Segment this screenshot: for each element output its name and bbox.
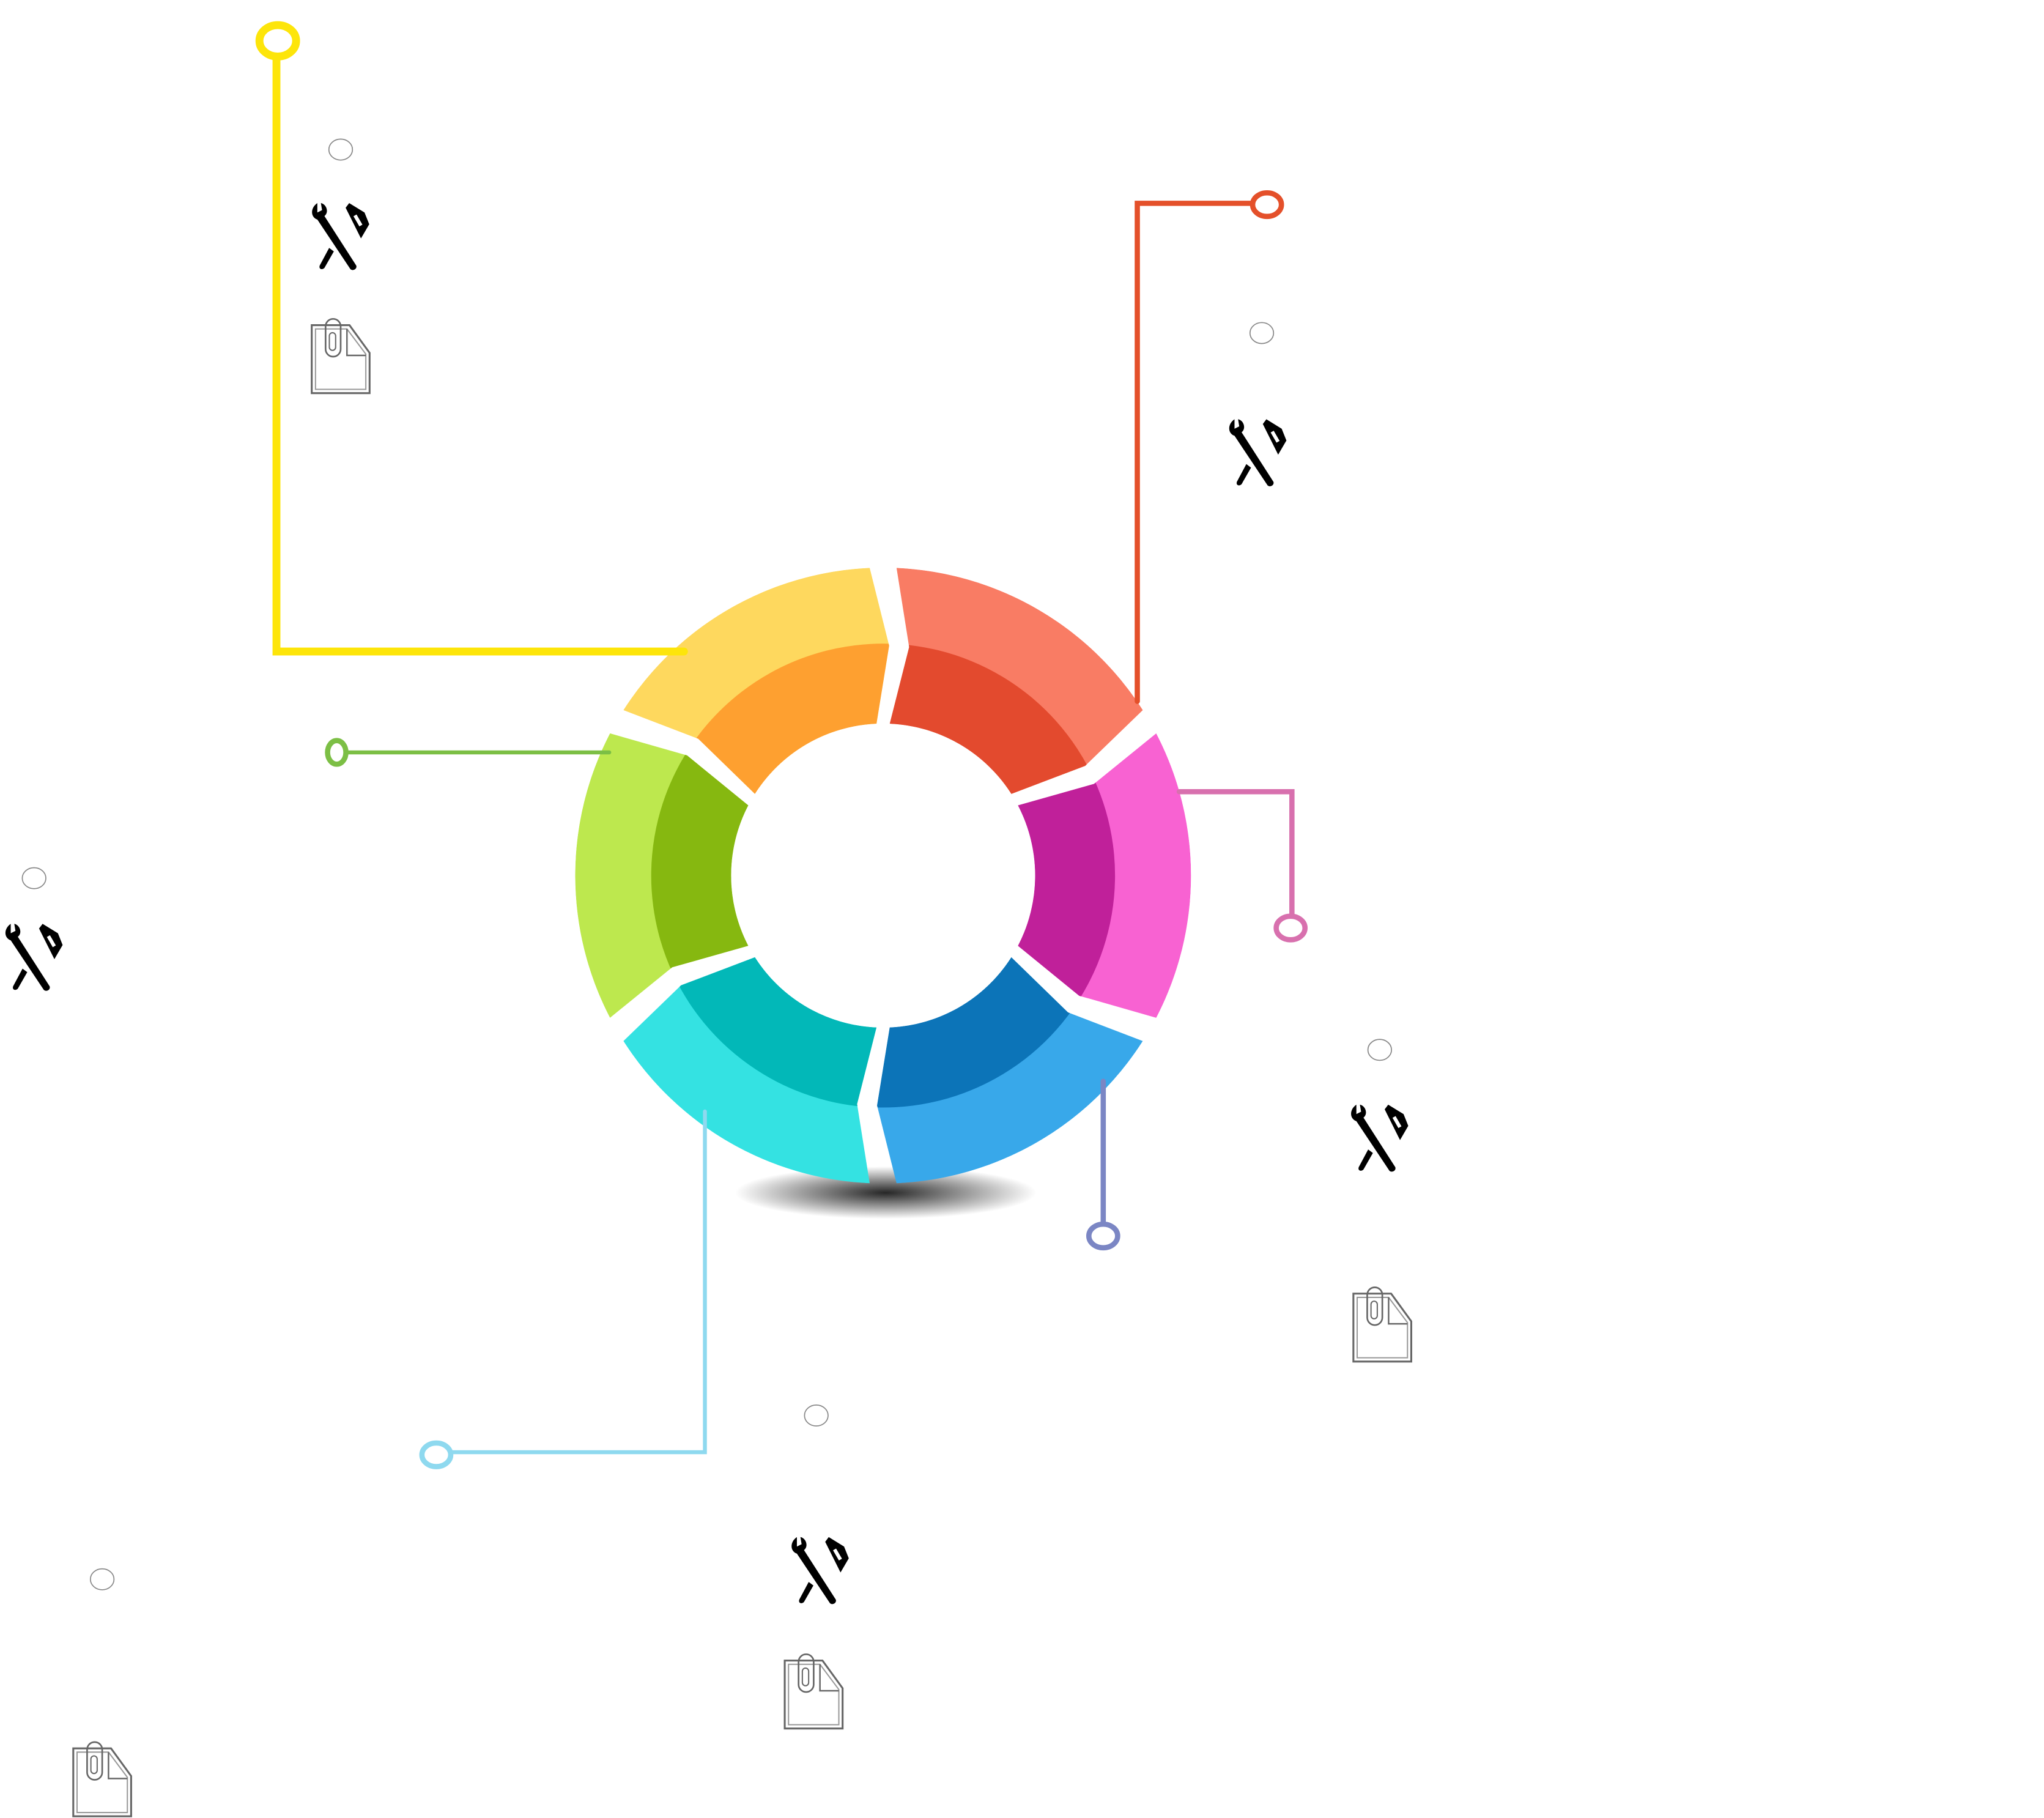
connector-end-ring — [419, 1440, 454, 1469]
connector-pink — [1176, 788, 1308, 943]
connector-red — [1135, 190, 1284, 704]
cycle-ring — [575, 568, 1191, 1184]
clipboard-document-icon — [72, 1741, 132, 1817]
circle-bullet-icon — [804, 1404, 829, 1427]
clipboard-document-icon — [1352, 1286, 1412, 1363]
circle-bullet-icon — [328, 138, 354, 161]
connector-end-ring — [1273, 913, 1308, 943]
ring-segment-cyan — [623, 957, 877, 1184]
connector-end-ring — [1086, 1221, 1120, 1251]
circle-bullet-icon — [21, 867, 46, 889]
connector-purple — [1086, 1078, 1120, 1251]
wrench-and-pen-icon — [791, 1537, 849, 1605]
circle-bullet-icon — [1367, 1039, 1392, 1061]
wrench-and-pen-icon — [1229, 419, 1287, 486]
wrench-and-pen-icon — [312, 202, 369, 270]
connector-end-ring — [325, 738, 349, 767]
connector-yellow — [255, 21, 688, 656]
wrench-and-pen-icon — [5, 924, 63, 991]
clipboard-document-icon — [783, 1653, 844, 1730]
clipboard-document-icon — [311, 317, 371, 395]
ring-segment-red — [889, 568, 1143, 794]
connector-cyan — [419, 1109, 707, 1469]
circle-bullet-icon — [1249, 322, 1275, 344]
wrench-and-pen-icon — [1351, 1104, 1409, 1172]
connector-end-ring — [1250, 190, 1284, 220]
ring-shadow — [735, 1166, 1037, 1219]
circle-bullet-icon — [89, 1568, 115, 1590]
connector-green — [325, 738, 612, 767]
connector-end-ring — [255, 21, 300, 61]
